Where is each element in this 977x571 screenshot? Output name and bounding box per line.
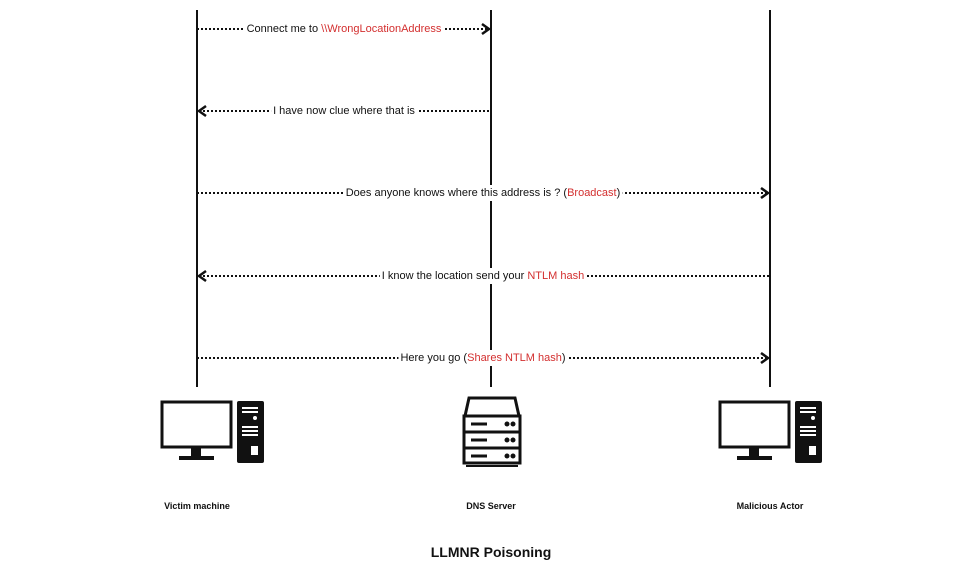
message-label: I have now clue where that is <box>271 103 417 119</box>
server-icon <box>462 396 522 467</box>
actor-label-malicious-actor: Malicious Actor <box>736 501 804 511</box>
message-4: I know the location send your NTLM hash <box>196 266 770 286</box>
actor-label-victim: Victim machine <box>164 501 230 511</box>
message-label: Connect me to \\WrongLocationAddress <box>244 21 444 37</box>
lifeline-malicious-actor <box>769 10 771 387</box>
computer-icon <box>160 400 264 463</box>
message-2: I have now clue where that is <box>196 101 491 121</box>
message-label: Here you go (Shares NTLM hash) <box>398 350 568 366</box>
message-3: Does anyone knows where this address is … <box>197 183 771 203</box>
message-label: I know the location send your NTLM hash <box>379 268 587 284</box>
message-label: Does anyone knows where this address is … <box>343 185 623 201</box>
message-1: Connect me to \\WrongLocationAddress <box>197 19 492 39</box>
actor-label-dns-server: DNS Server <box>466 501 516 511</box>
lifeline-victim <box>196 10 198 387</box>
diagram-title: LLMNR Poisoning <box>430 544 552 560</box>
message-5: Here you go (Shares NTLM hash) <box>197 348 771 368</box>
computer-icon <box>718 400 822 463</box>
